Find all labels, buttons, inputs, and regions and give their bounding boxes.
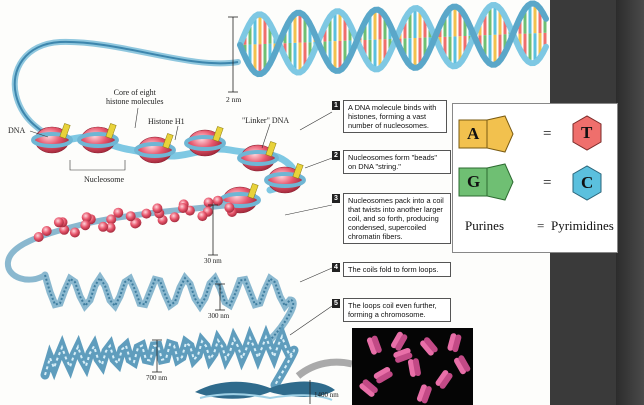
pyrimidines-label: Pyrimidines	[551, 218, 614, 234]
double-helix	[240, 4, 546, 75]
nucleosome-bead	[204, 198, 214, 208]
step-2: 2 Nucleosomes form "beads" on DNA "strin…	[332, 150, 451, 174]
adenine-letter: A	[467, 124, 479, 144]
adenine-pentagon	[487, 116, 513, 152]
nucleosome-bead	[170, 212, 180, 222]
label-histone-core: Core of eight histone molecules	[106, 88, 164, 106]
step-number: 5	[332, 299, 340, 308]
step-5: 5 The loops coil even further, forming a…	[332, 298, 451, 322]
step-text: A DNA molecule binds with histones, form…	[343, 100, 447, 133]
step-number: 3	[332, 194, 340, 203]
step-text: The coils fold to form loops.	[343, 262, 451, 277]
step-text: Nucleosomes form "beads" on DNA "string.…	[343, 150, 451, 174]
nucleosome-bead	[70, 228, 80, 238]
looped-domains-300nm	[45, 275, 293, 340]
nucleosome-bead	[98, 222, 108, 232]
label-2nm: 2 nm	[226, 95, 241, 104]
chromosome-micrograph	[352, 328, 473, 405]
step-number: 1	[332, 101, 340, 110]
background-edge	[616, 0, 644, 405]
step-3: 3 Nucleosomes pack into a coil that twis…	[332, 193, 451, 244]
label-30nm: 30 nm	[204, 257, 222, 265]
step-number: 2	[332, 151, 340, 160]
equals-sign: =	[543, 175, 551, 192]
nucleosome-bead	[42, 226, 52, 236]
enlarge-arrow	[298, 362, 352, 376]
thymine-letter: T	[581, 123, 592, 143]
nucleosome-bead	[178, 203, 188, 213]
step-4: 4 The coils fold to form loops.	[332, 262, 451, 277]
scale-bar-2nm	[228, 17, 238, 92]
nucleosome-bead	[80, 220, 90, 230]
label-1400nm: 1400 nm	[314, 391, 339, 399]
step-text: The loops coil even further, forming a c…	[343, 298, 451, 322]
label-histone-h1: Histone H1	[148, 117, 185, 126]
guanine-letter: G	[467, 172, 480, 192]
base-pair-legend: A T G C = = Purines = Pyrimidines	[452, 103, 618, 253]
nucleosome-bead	[197, 211, 207, 221]
nucleosome-bead	[34, 232, 44, 242]
equals-sign: =	[543, 126, 551, 143]
label-nucleosome: Nucleosome	[84, 175, 124, 184]
step-text: Nucleosomes pack into a coil that twists…	[343, 193, 451, 244]
nucleosome-bead	[213, 196, 223, 206]
cytosine-letter: C	[581, 173, 593, 193]
guanine-pentagon	[487, 164, 513, 200]
equals-sign: =	[537, 218, 544, 234]
nucleosome-bead	[141, 209, 151, 219]
step-number: 4	[332, 263, 340, 272]
nucleosome-bead	[54, 217, 64, 227]
nucleosome-bead	[126, 211, 136, 221]
purines-label: Purines	[465, 218, 504, 234]
label-700nm: 700 nm	[146, 374, 167, 382]
step-1: 1 A DNA molecule binds with histones, fo…	[332, 100, 447, 133]
nucleosome-bead	[152, 203, 162, 213]
label-300nm: 300 nm	[208, 312, 229, 320]
label-linker-dna: "Linker" DNA	[242, 116, 289, 125]
chromatin-fiber-30nm	[8, 196, 237, 280]
label-dna: DNA	[8, 126, 25, 135]
nucleosome-bead	[224, 203, 234, 213]
